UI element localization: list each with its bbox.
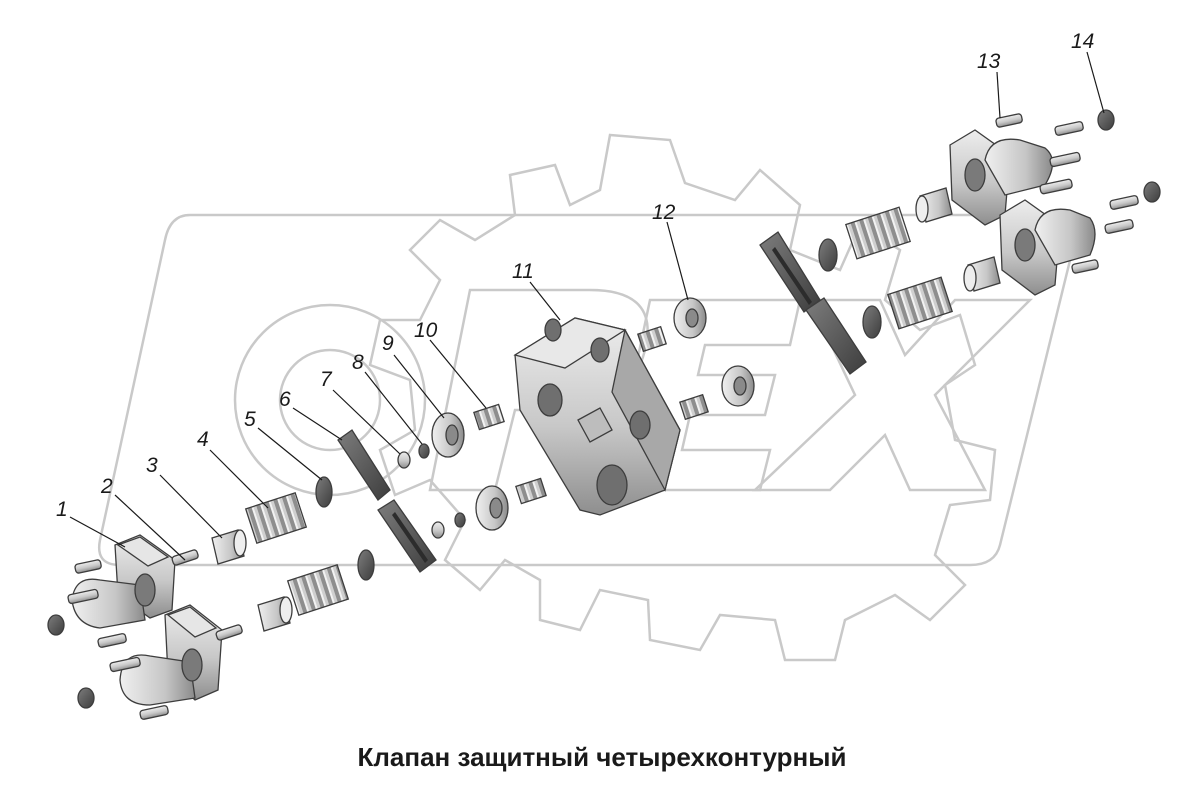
callout-8: 8 (352, 351, 364, 374)
watermark-gear-outline (368, 133, 997, 662)
callout-1: 1 (56, 498, 68, 521)
callout-11: 11 (512, 260, 534, 283)
cover-right-upper (949, 129, 1054, 226)
callout-4: 4 (197, 428, 209, 451)
leader-lines (69, 51, 1105, 561)
bolts-right (995, 109, 1161, 274)
ring-lower-left (357, 549, 375, 581)
cover-right-lower (999, 199, 1096, 296)
ring-upper-left (315, 476, 333, 508)
cover-left-upper (71, 534, 176, 629)
callout-13: 13 (977, 50, 1001, 73)
bolts-left (47, 549, 243, 720)
cover-left-assembly (47, 534, 243, 720)
spring-upper-left (244, 492, 308, 544)
right-valve-parts (636, 187, 1001, 421)
callout-14: 14 (1071, 30, 1094, 53)
callout-10: 10 (414, 319, 438, 342)
watermark-letter-x (751, 298, 1034, 492)
left-valve-parts (211, 403, 547, 632)
seal-7 (397, 451, 411, 469)
callout-7: 7 (320, 368, 333, 391)
gasket-upper-left (337, 429, 391, 501)
watermark-letter-o-inner (278, 348, 382, 452)
nut-8 (418, 443, 430, 459)
callout-12: 12 (652, 201, 676, 224)
callout-6: 6 (279, 388, 291, 411)
cover-right-assembly (949, 109, 1161, 296)
spring-lower-left (286, 564, 350, 616)
spring-10 (473, 403, 505, 431)
cover-left-lower (119, 604, 223, 706)
callout-5: 5 (244, 408, 256, 431)
valve-body-11 (513, 317, 681, 516)
callout-2: 2 (100, 475, 113, 498)
callouts: 1 2 3 4 5 6 7 8 9 10 11 12 13 14 (56, 30, 1094, 521)
diagram-caption: Клапан защитный четырехконтурный (357, 742, 847, 772)
watermark-letter-o (233, 303, 427, 497)
callout-3: 3 (146, 454, 158, 477)
callout-9: 9 (382, 332, 394, 355)
